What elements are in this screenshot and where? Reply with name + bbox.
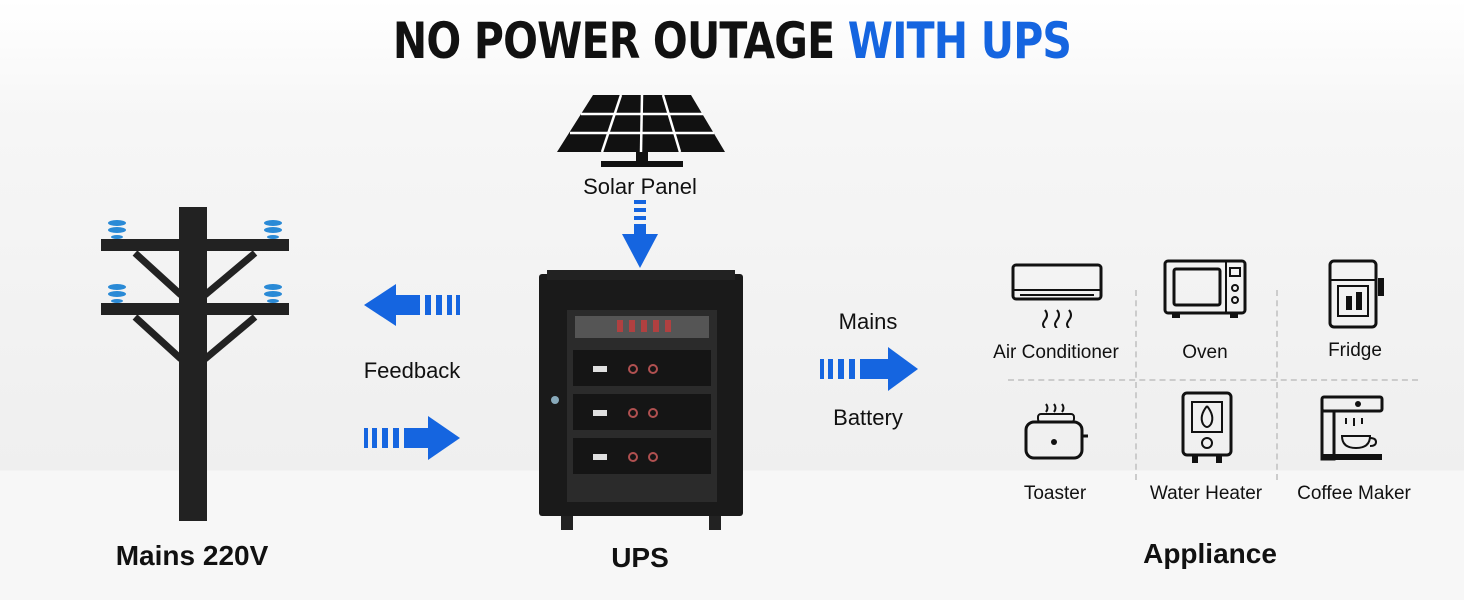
mains-flow-label: Mains xyxy=(838,309,898,334)
feedback-left-arrow-icon xyxy=(364,284,460,326)
fridge-icon xyxy=(1328,259,1384,329)
coffee-maker-icon xyxy=(1320,395,1384,461)
utility-pole-icon xyxy=(101,207,289,521)
appliance-label: Water Heater xyxy=(1149,483,1263,504)
right-flow-arrow-icon xyxy=(820,347,918,391)
down-arrow-icon xyxy=(622,200,658,268)
appliance-section-label: Appliance xyxy=(1143,538,1277,569)
divider xyxy=(1135,290,1137,480)
ups-label: UPS xyxy=(611,542,669,573)
toaster-icon xyxy=(1024,403,1088,460)
feedback-right-arrow-icon xyxy=(364,416,460,460)
divider xyxy=(1008,379,1418,381)
appliance-label: Toaster xyxy=(1023,483,1087,504)
divider xyxy=(1276,290,1278,480)
appliance-label: Coffee Maker xyxy=(1297,483,1411,504)
solar-panel-icon xyxy=(557,94,725,167)
page-title: NO POWER OUTAGE WITH UPS xyxy=(132,12,1332,70)
oven-icon xyxy=(1163,259,1247,318)
water-heater-icon xyxy=(1181,391,1233,463)
appliance-label: Oven xyxy=(1182,342,1228,363)
title-part1: NO POWER OUTAGE xyxy=(392,12,835,70)
ups-cabinet-icon xyxy=(539,270,743,530)
appliance-label: Fridge xyxy=(1328,340,1382,361)
mains-label: Mains 220V xyxy=(115,540,269,571)
solar-panel-label: Solar Panel xyxy=(583,174,697,199)
title-part2: WITH UPS xyxy=(847,12,1072,70)
battery-flow-label: Battery xyxy=(833,405,903,430)
feedback-label: Feedback xyxy=(363,358,461,383)
air-conditioner-icon xyxy=(1011,263,1103,328)
appliance-label: Air Conditioner xyxy=(993,342,1119,363)
